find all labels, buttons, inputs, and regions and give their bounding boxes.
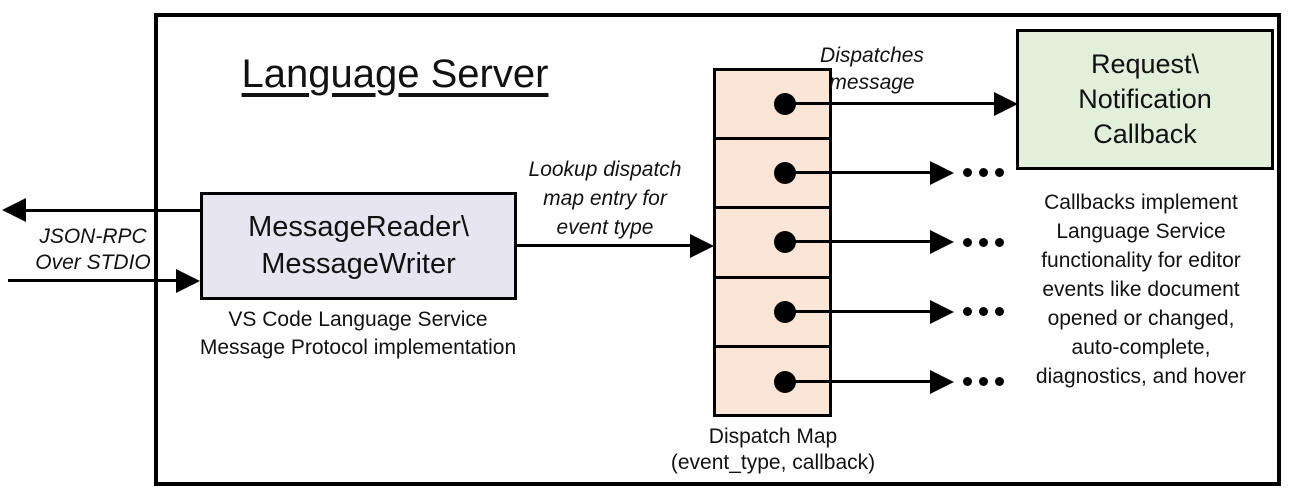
ellipsis-icon xyxy=(963,307,1004,316)
language-server-boundary xyxy=(154,13,1281,486)
dispatches-label: Dispatches message xyxy=(820,44,924,94)
dispatch-arrowhead-icon xyxy=(994,92,1018,116)
reader-caption: VS Code Language Service Message Protoco… xyxy=(199,308,517,359)
dispatch-map-cell xyxy=(716,344,829,414)
lookup-arrow-line xyxy=(517,244,691,247)
request-notification-callback-label: Request\ Notification Callback xyxy=(1078,49,1212,149)
message-reader-writer-label: MessageReader\ MessageWriter xyxy=(248,211,469,280)
dispatch-arrowhead-icon xyxy=(930,161,954,185)
stdio-out-arrow-line xyxy=(24,209,200,212)
ellipsis-icon xyxy=(963,377,1004,386)
callbacks-note: Callbacks implement Language Service fun… xyxy=(1035,191,1247,388)
lookup-arrowhead-icon xyxy=(690,234,714,258)
dispatch-arrow-line xyxy=(785,102,996,105)
diagram-title: Language Server xyxy=(241,52,549,96)
stdio-label: JSON-RPC Over STDIO xyxy=(35,225,151,274)
dispatch-arrowhead-icon xyxy=(930,300,954,324)
dispatch-arrow-line xyxy=(785,240,931,243)
dispatch-map-label: Dispatch Map (event_type, callback) xyxy=(670,425,876,474)
dispatch-map-cell xyxy=(716,137,829,206)
lookup-label: Lookup dispatch map entry for event type xyxy=(528,158,682,239)
dispatch-arrow-line xyxy=(785,310,931,313)
ellipsis-icon xyxy=(963,168,1004,177)
dispatch-arrow-line xyxy=(785,171,931,174)
dispatch-arrowhead-icon xyxy=(930,230,954,254)
request-notification-callback-box: Request\ Notification Callback xyxy=(1016,29,1274,170)
dispatch-map-cell xyxy=(716,275,829,345)
stdio-in-arrowhead-icon xyxy=(176,269,200,293)
dispatch-arrowhead-icon xyxy=(930,370,954,394)
dispatch-map-cell xyxy=(716,206,829,275)
dispatch-arrow-line xyxy=(785,380,931,383)
ellipsis-icon xyxy=(963,238,1004,247)
stdio-out-arrowhead-icon xyxy=(2,198,26,222)
message-reader-writer-box: MessageReader\ MessageWriter xyxy=(200,192,517,300)
stdio-in-arrow-line xyxy=(8,279,176,282)
